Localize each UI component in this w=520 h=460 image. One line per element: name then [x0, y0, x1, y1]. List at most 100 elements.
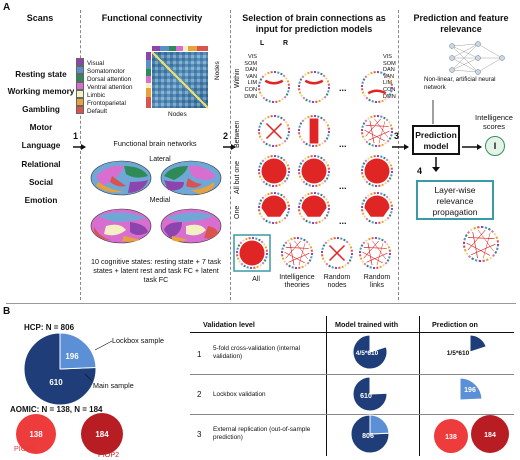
- ring-segment: [305, 74, 307, 75]
- ring-segment: [302, 267, 304, 268]
- ring-segment: [266, 184, 268, 185]
- ring-segment: [307, 194, 309, 195]
- legend-swatch: [76, 98, 84, 106]
- ring-segment: [323, 196, 324, 197]
- ring-segment: [382, 101, 384, 102]
- ring-segment: [490, 257, 492, 258]
- ring-segment: [265, 118, 267, 119]
- ring-segment: [309, 222, 311, 223]
- ring-segment: [361, 258, 362, 260]
- ellipsis-row-1: ...: [339, 83, 347, 93]
- ring-segment: [263, 218, 264, 219]
- connection-line: [369, 131, 390, 140]
- ring-segment: [323, 159, 324, 160]
- connectome-row3-col2: [299, 156, 329, 186]
- ring-segment: [287, 94, 288, 96]
- fc-matrix: [146, 46, 208, 108]
- ring-segment: [386, 159, 387, 160]
- ring-segment: [328, 134, 329, 136]
- connectome-bottom-3: [322, 238, 352, 268]
- pie-lockbox-value: 196: [65, 352, 79, 361]
- ring-segment: [269, 222, 271, 223]
- ellipsis-row-3: ...: [339, 181, 347, 191]
- ring-segment: [300, 136, 301, 138]
- table-header-trained: Model trained with: [335, 320, 398, 329]
- connection-line: [367, 253, 388, 262]
- legend-swatch: [76, 74, 84, 82]
- ellipsis-row-2: ...: [339, 139, 347, 149]
- ring-segment: [382, 185, 384, 186]
- ring-segment: [492, 231, 494, 233]
- ring-segment: [390, 94, 391, 96]
- ring-segment: [302, 76, 303, 77]
- ring-segment: [324, 217, 325, 218]
- ring-segment: [261, 139, 262, 141]
- ring-segment: [365, 76, 366, 77]
- scan-relational: Relational: [2, 160, 80, 169]
- ring-segment: [259, 126, 260, 128]
- ring-segment: [288, 164, 289, 166]
- ring-segment: [317, 193, 319, 194]
- bottom-label-all: All: [236, 276, 276, 283]
- ring-segment: [485, 227, 487, 228]
- ring-segment: [382, 239, 384, 240]
- scan-gambling: Gambling: [2, 105, 80, 114]
- ring-segment: [262, 262, 263, 263]
- connection-line: [364, 247, 387, 248]
- ring-segment: [367, 266, 369, 267]
- ring-segment: [322, 248, 323, 250]
- connection-line: [286, 241, 301, 258]
- ring-segment: [261, 216, 262, 218]
- ring-segment: [240, 242, 241, 243]
- legend-swatch: [76, 106, 84, 114]
- ring-segment: [286, 263, 287, 264]
- panel-a-label: A: [3, 2, 10, 13]
- ring-segment: [311, 256, 312, 258]
- connectome-bottom-1: [237, 238, 267, 268]
- states-note: 10 cognitive states: resting state + 7 t…: [86, 257, 226, 284]
- row2-trained-value: 610: [360, 393, 372, 400]
- ring-segment: [365, 197, 366, 198]
- panel-b-label: B: [3, 306, 10, 317]
- brain-networks-title: Functional brain networks: [90, 139, 220, 148]
- ring-segment: [378, 238, 380, 239]
- ring-segment: [385, 262, 386, 263]
- ring-segment: [369, 144, 371, 145]
- separator-1: [80, 10, 81, 300]
- ring-segment: [387, 244, 388, 246]
- connection-line: [290, 243, 294, 265]
- ring-segment: [265, 260, 266, 262]
- ring-segment: [372, 185, 374, 186]
- connection-line: [370, 121, 374, 143]
- lrp-connectome: [462, 225, 500, 263]
- ring-segment: [391, 174, 392, 176]
- ring-segment: [466, 235, 467, 237]
- ring-segment: [317, 72, 319, 73]
- connection-line: [289, 253, 310, 262]
- ring-segment: [368, 118, 370, 119]
- connectome-row2-col2: [299, 116, 329, 146]
- ring-segment: [328, 90, 329, 92]
- ring-segment: [384, 117, 386, 118]
- ring-segment: [300, 213, 301, 215]
- ring-segment: [267, 157, 269, 158]
- ring-segment: [369, 100, 371, 101]
- ring-segment: [363, 213, 364, 215]
- ring-segment: [261, 95, 262, 97]
- ring-segment: [391, 201, 392, 203]
- ring-segment: [267, 194, 269, 195]
- ring-segment: [303, 97, 304, 98]
- ring-segment: [366, 240, 368, 241]
- ring-segment: [304, 239, 306, 240]
- ann-pointer-line: [431, 100, 435, 124]
- ring-segment: [301, 95, 302, 97]
- ring-segment: [300, 123, 301, 125]
- connection-line: [468, 237, 494, 238]
- ring-segment: [260, 213, 261, 215]
- ring-segment: [369, 221, 371, 222]
- ring-segment: [385, 143, 387, 144]
- ring-segment: [322, 143, 324, 144]
- ring-segment: [309, 244, 310, 246]
- ring-segment: [283, 196, 284, 197]
- ring-segment: [245, 239, 247, 240]
